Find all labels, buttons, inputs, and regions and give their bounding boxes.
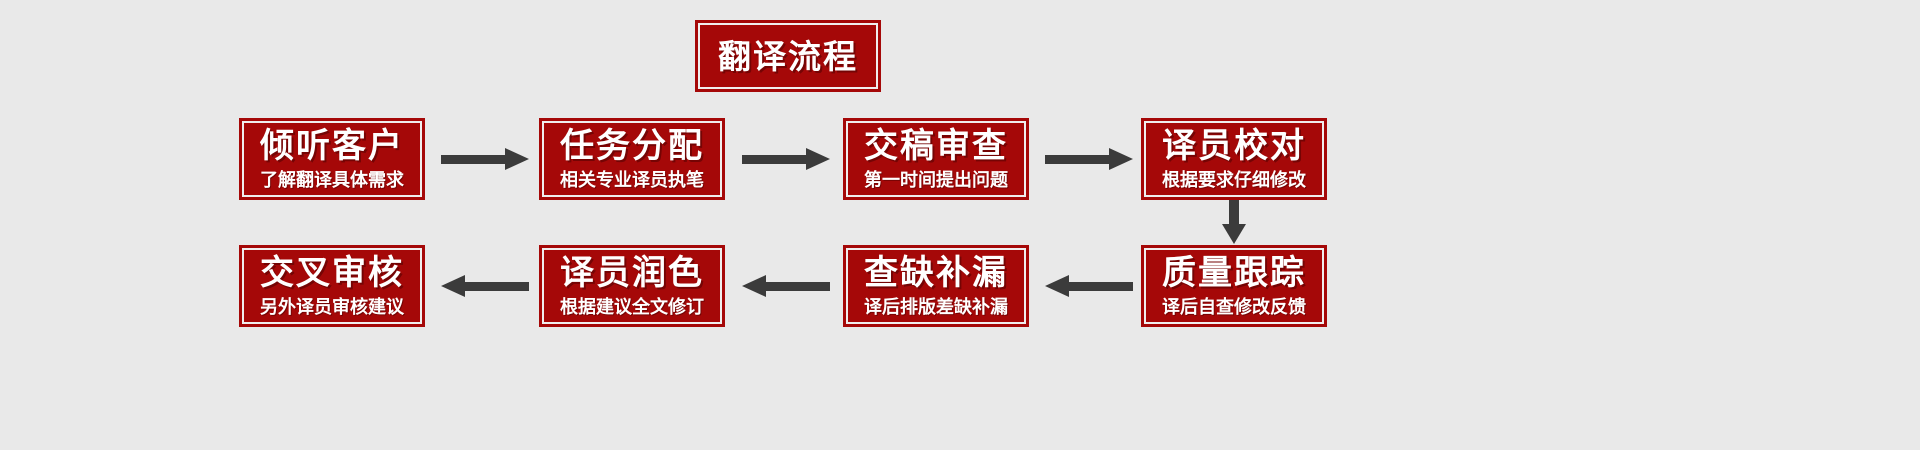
arrow-down-icon-step4-step5 [1219,200,1249,244]
process-step-2-subtitle: 相关专业译员执笔 [560,169,704,191]
process-step-8-subtitle: 另外译员审核建议 [260,296,404,318]
arrow-shaft [764,282,830,291]
process-step-3-subtitle: 第一时间提出问题 [864,169,1008,191]
process-step-3: 交稿审查 第一时间提出问题 [843,118,1029,200]
arrow-shaft [1229,200,1239,226]
process-step-7-subtitle: 根据建议全文修订 [560,296,704,318]
arrow-head [441,275,465,297]
process-step-4-title: 译员校对 [1162,125,1306,166]
process-step-2-title: 任务分配 [560,125,704,166]
arrow-head [1109,148,1133,170]
arrow-right-icon-step2-step3 [742,144,830,174]
diagram-title-box: 翻译流程 [695,20,881,92]
arrow-head [505,148,529,170]
arrow-head [806,148,830,170]
arrow-shaft [441,155,507,164]
arrow-left-icon-step7-step8 [441,271,529,301]
arrow-left-icon-step5-step6 [1045,271,1133,301]
arrow-head [1045,275,1069,297]
arrow-right-icon-step3-step4 [1045,144,1133,174]
arrow-shaft [742,155,808,164]
process-step-5: 质量跟踪 译后自查修改反馈 [1141,245,1327,327]
arrow-head [742,275,766,297]
arrow-shaft [1067,282,1133,291]
arrow-right-icon-step1-step2 [441,144,529,174]
process-step-1-title: 倾听客户 [260,125,404,166]
process-step-6: 查缺补漏 译后排版差缺补漏 [843,245,1029,327]
process-step-7-title: 译员润色 [560,252,704,293]
process-step-8-title: 交叉审核 [260,252,404,293]
process-step-1-subtitle: 了解翻译具体需求 [260,169,404,191]
arrow-shaft [463,282,529,291]
process-step-5-title: 质量跟踪 [1162,252,1306,293]
process-step-1: 倾听客户 了解翻译具体需求 [239,118,425,200]
process-step-5-subtitle: 译后自查修改反馈 [1162,296,1306,318]
process-step-3-title: 交稿审查 [864,125,1008,166]
arrow-left-icon-step6-step7 [742,271,830,301]
arrow-shaft [1045,155,1111,164]
process-step-4-subtitle: 根据要求仔细修改 [1162,169,1306,191]
process-step-4: 译员校对 根据要求仔细修改 [1141,118,1327,200]
diagram-title-text: 翻译流程 [718,36,858,76]
process-step-6-title: 查缺补漏 [864,252,1008,293]
arrow-head [1222,224,1246,244]
process-step-2: 任务分配 相关专业译员执笔 [539,118,725,200]
process-step-7: 译员润色 根据建议全文修订 [539,245,725,327]
process-step-8: 交叉审核 另外译员审核建议 [239,245,425,327]
process-step-6-subtitle: 译后排版差缺补漏 [864,296,1008,318]
